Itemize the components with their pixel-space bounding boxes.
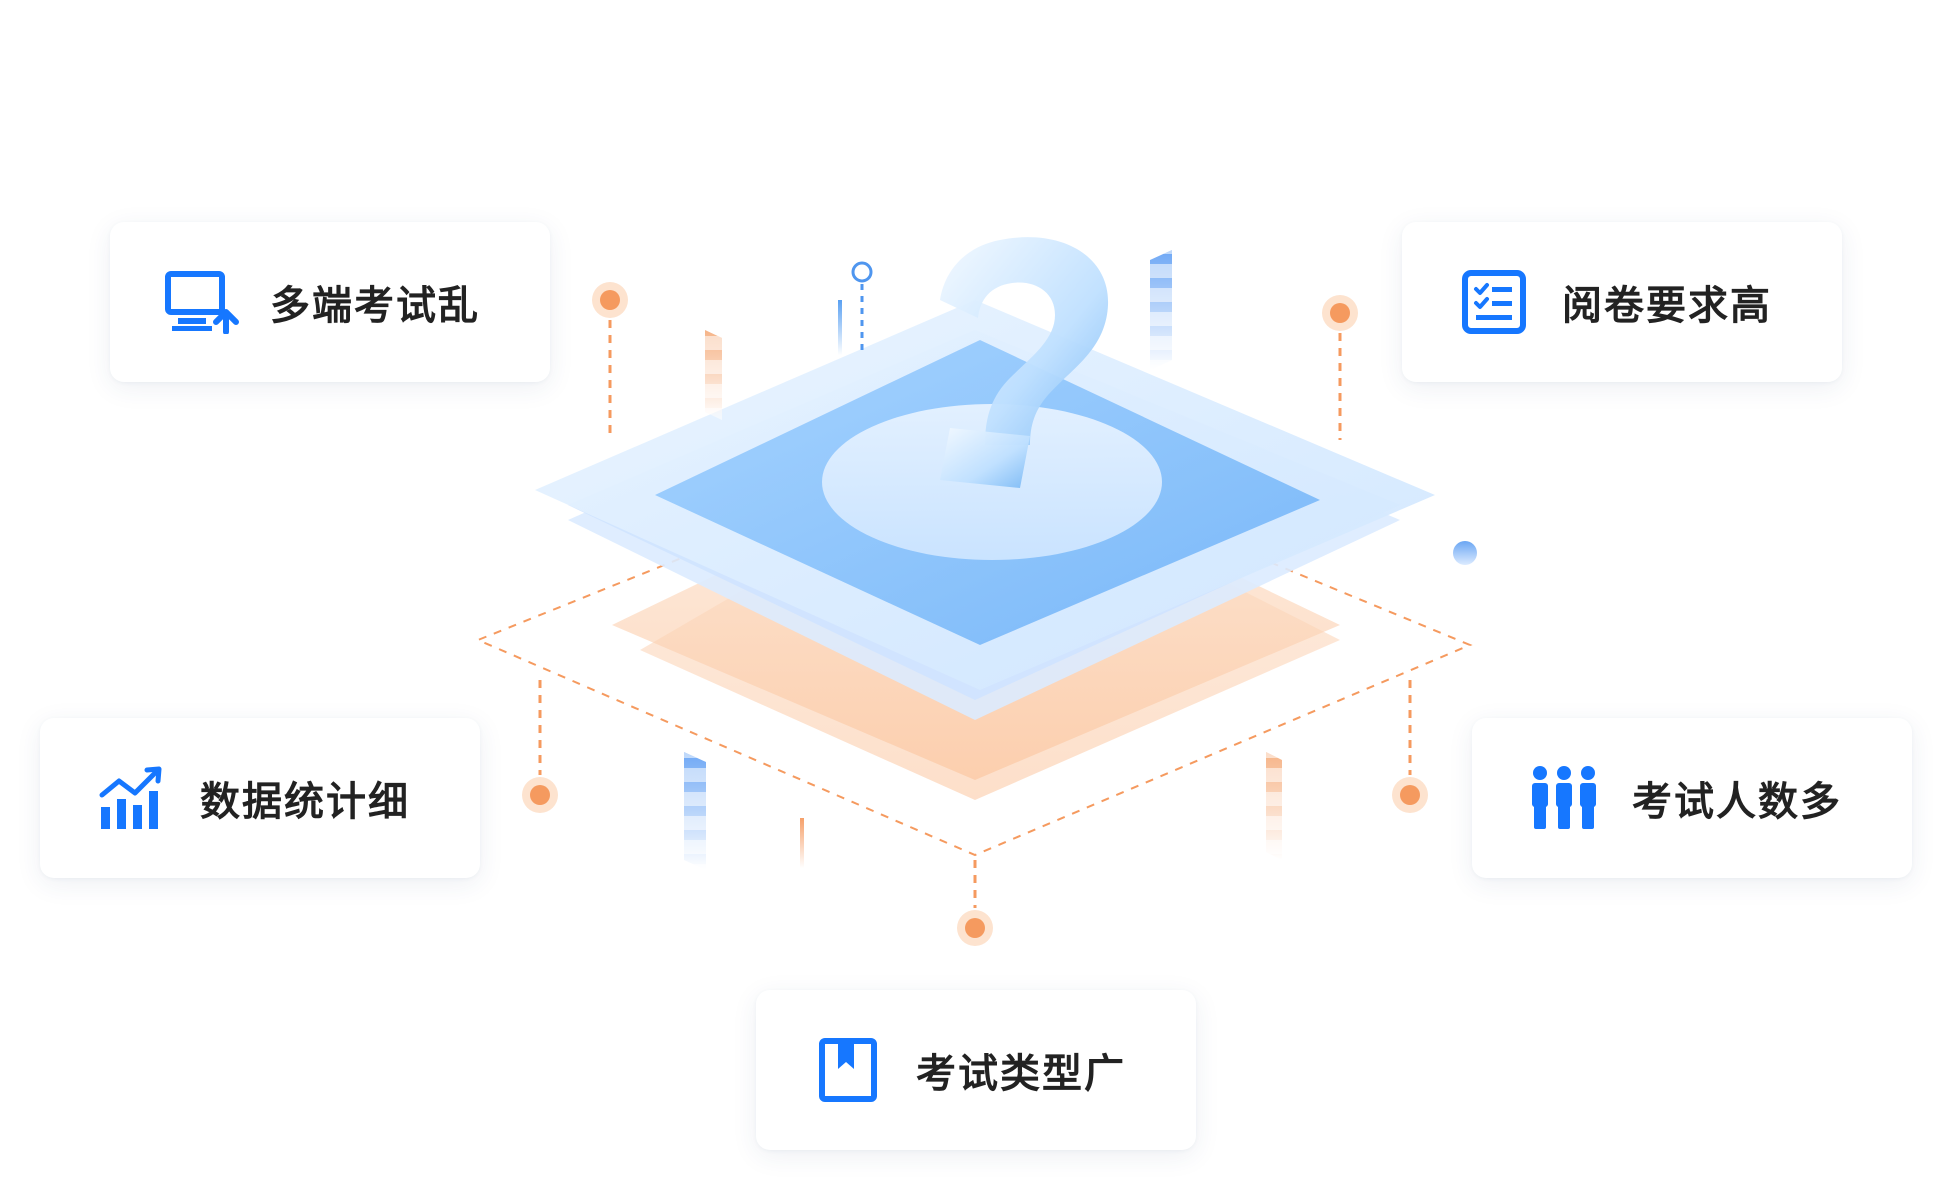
blue-dot [1453, 541, 1477, 565]
card-participants: 考试人数多 [1472, 718, 1912, 878]
dashed-diamond-outline [475, 438, 1473, 857]
deco-bar-blue-bottom [684, 752, 706, 870]
checklist-icon [1454, 262, 1534, 342]
card-label: 阅卷要求高 [1562, 283, 1772, 329]
deco-bar-orange-bottom [1266, 752, 1282, 860]
bookmark-book-icon [808, 1030, 888, 1110]
bar-chart-trend-icon [92, 758, 172, 838]
monitor-upload-icon [162, 262, 242, 342]
people-group-icon [1524, 758, 1604, 838]
question-mark-icon [940, 237, 1109, 488]
deco-bar-blue-top [1150, 250, 1172, 370]
card-label: 考试类型广 [916, 1051, 1126, 1097]
connector-dot-tl [592, 282, 628, 440]
connector-dot-ml [522, 680, 558, 813]
connector-dot-tr [1322, 295, 1358, 440]
deco-line-orange [800, 818, 804, 868]
card-multi-terminal: 多端考试乱 [110, 222, 550, 382]
blue-ring-marker [838, 261, 873, 355]
deco-bar-orange-top [705, 330, 722, 420]
card-grading: 阅卷要求高 [1402, 222, 1842, 382]
connector-dot-mr [1392, 680, 1428, 813]
card-label: 多端考试乱 [270, 283, 480, 329]
card-label: 考试人数多 [1632, 779, 1842, 825]
card-label: 数据统计细 [200, 779, 410, 825]
card-exam-types: 考试类型广 [756, 990, 1196, 1150]
connector-dot-b [957, 860, 993, 946]
card-statistics: 数据统计细 [40, 718, 480, 878]
